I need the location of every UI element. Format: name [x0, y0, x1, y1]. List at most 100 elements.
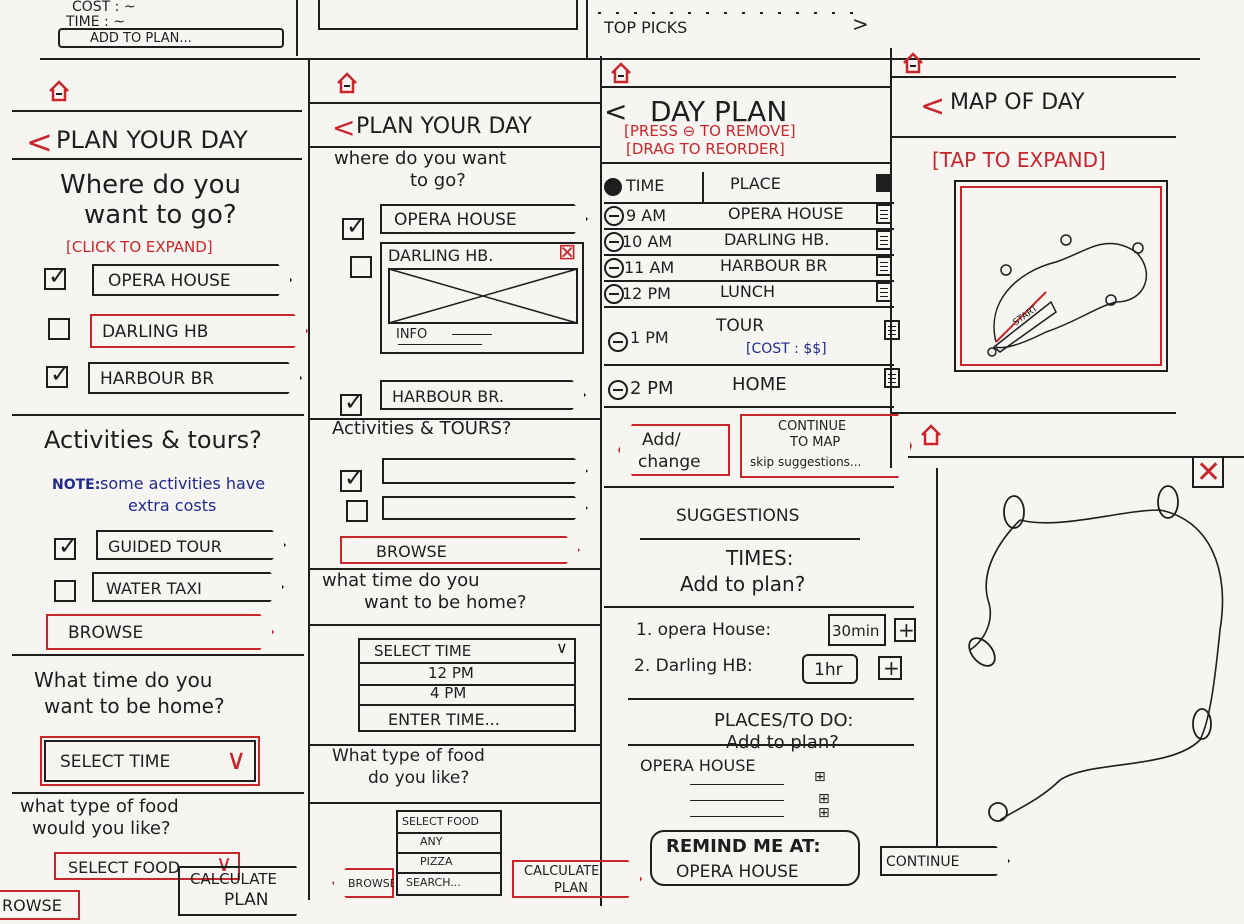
checkbox-harbour-br[interactable]	[46, 360, 70, 388]
row-time: 10 AM	[622, 232, 673, 251]
expanded-card-darling-hb[interactable]: DARLING HB. ⊠ INFO	[380, 242, 584, 354]
remove-icon[interactable]	[604, 258, 624, 278]
place-opera-house[interactable]: OPERA HOUSE	[92, 264, 292, 296]
home-icon[interactable]	[610, 62, 632, 84]
browse-button[interactable]: BROWSE	[340, 536, 580, 564]
hint-reorder: [DRAG TO REORDER]	[626, 140, 785, 158]
chevron-right-icon[interactable]: >	[852, 12, 869, 36]
checkbox-darling-hb[interactable]	[350, 256, 372, 278]
checkbox-darling-hb[interactable]	[48, 318, 70, 340]
home-icon[interactable]	[336, 72, 358, 94]
add-icon[interactable]: ⊞	[818, 791, 830, 807]
close-icon[interactable]: ✕	[1192, 456, 1224, 488]
add-to-plan-button[interactable]: ADD TO PLAN...	[58, 28, 284, 48]
back-arrow-icon[interactable]: <	[26, 123, 53, 161]
activity-guided-tour[interactable]: GUIDED TOUR	[96, 530, 286, 560]
remind-me-button[interactable]: REMIND ME AT: OPERA HOUSE	[650, 830, 860, 886]
duration-value: 30min	[832, 622, 880, 640]
plan-row[interactable]: 9 AM OPERA HOUSE	[604, 202, 894, 230]
row-place: DARLING HB.	[724, 230, 830, 249]
calculate-label: CALCULATE	[190, 870, 277, 888]
add-icon[interactable]: +	[894, 618, 916, 642]
place-opera-house[interactable]: OPERA HOUSE	[380, 204, 588, 234]
duration-input[interactable]: 30min	[828, 614, 886, 646]
remove-icon[interactable]	[604, 206, 624, 226]
calculate-plan-button[interactable]: CALCULATE PLAN	[178, 866, 310, 916]
close-icon[interactable]: ⊠	[558, 240, 577, 265]
drag-handle-icon[interactable]	[884, 320, 900, 340]
time-option[interactable]: 12 PM	[360, 662, 574, 686]
time-option[interactable]: SELECT TIME∨	[360, 640, 574, 664]
plan-row[interactable]: 10 AM DARLING HB.	[604, 228, 894, 256]
browse-label: BROWSE	[376, 542, 447, 561]
home-icon[interactable]	[48, 80, 70, 102]
question-where: Where do you	[60, 170, 242, 200]
top-picks-link[interactable]: TOP PICKS	[604, 18, 688, 37]
place-harbour-br[interactable]: HARBOUR BR.	[380, 380, 586, 410]
hint-remove: [PRESS ⊖ TO REMOVE]	[624, 122, 796, 140]
food-option[interactable]: SEARCH...	[398, 872, 500, 894]
checkbox-activity[interactable]	[340, 464, 364, 492]
info-label: INFO	[396, 327, 428, 342]
checkbox-harbour-br[interactable]	[340, 388, 364, 416]
drag-handle-icon[interactable]	[876, 282, 892, 302]
text-line	[398, 344, 482, 345]
time-option[interactable]: ENTER TIME...	[360, 706, 574, 730]
add-icon[interactable]: ⊞	[818, 805, 830, 821]
divider	[640, 538, 860, 540]
back-arrow-icon[interactable]: <	[604, 95, 628, 128]
plan-row[interactable]: 2 PM HOME	[604, 366, 900, 408]
checkbox-activity[interactable]	[346, 500, 368, 522]
carousel-card[interactable]	[318, 0, 578, 30]
time-dropdown-open[interactable]: SELECT TIME∨ 12 PM 4 PM ENTER TIME...	[358, 638, 576, 732]
suggestions-heading: SUGGESTIONS	[676, 506, 800, 526]
activity-water-taxi[interactable]: WATER TAXI	[92, 572, 284, 602]
time-option[interactable]: 4 PM	[360, 684, 574, 706]
add-icon[interactable]: +	[878, 656, 902, 680]
remove-icon[interactable]	[608, 380, 628, 400]
checkbox-water-taxi[interactable]	[54, 580, 76, 602]
duration-input[interactable]: 1hr	[802, 654, 858, 684]
text-line	[690, 816, 784, 817]
calculate-plan-button[interactable]: CALCULATE PLAN	[512, 860, 642, 898]
checkbox-guided-tour[interactable]	[54, 532, 78, 560]
continue-button[interactable]: CONTINUE	[880, 846, 1010, 876]
add-change-button[interactable]: Add/ change	[618, 424, 730, 476]
back-arrow-icon[interactable]: <	[920, 89, 946, 124]
browse-button[interactable]: ROWSE	[0, 890, 80, 920]
remove-icon[interactable]	[604, 284, 624, 304]
plan-row[interactable]: 1 PM TOUR [COST : $$]	[604, 306, 900, 366]
food-dropdown-open[interactable]: SELECT FOOD ANY PIZZA SEARCH...	[396, 810, 502, 896]
activity-slot[interactable]	[382, 496, 588, 520]
food-option[interactable]: PIZZA	[398, 852, 500, 874]
food-option[interactable]: ANY	[398, 832, 500, 854]
remove-icon[interactable]	[604, 232, 624, 252]
home-icon[interactable]	[920, 424, 942, 446]
place-darling-hb[interactable]: DARLING HB	[90, 314, 308, 348]
home-icon[interactable]	[902, 52, 924, 74]
checkbox-opera-house[interactable]	[342, 212, 366, 240]
text-line	[452, 334, 492, 335]
drag-handle-icon[interactable]	[876, 256, 892, 276]
browse-button[interactable]: BROWSE	[46, 614, 274, 650]
browse-back-button[interactable]: BROWSE	[332, 868, 394, 898]
drag-handle-icon[interactable]	[876, 230, 892, 250]
plan-row[interactable]: 12 PM LUNCH	[604, 280, 894, 308]
add-icon[interactable]: ⊞	[814, 769, 826, 785]
drag-handle-icon[interactable]	[884, 368, 900, 388]
food-option[interactable]: SELECT FOOD	[398, 812, 500, 834]
activity-slot[interactable]	[382, 458, 588, 484]
place-harbour-br[interactable]: HARBOUR BR	[88, 362, 302, 394]
question-home: want to be home?	[44, 694, 225, 718]
add-change-label: Add/	[642, 430, 681, 450]
plan-row[interactable]: 11 AM HARBOUR BR	[604, 254, 894, 282]
continue-to-map-button[interactable]: CONTINUE TO MAP skip suggestions...	[740, 414, 912, 478]
back-arrow-icon[interactable]: <	[332, 111, 356, 144]
select-all-icon[interactable]	[604, 178, 622, 196]
map-thumbnail[interactable]: START	[954, 180, 1168, 372]
remove-icon[interactable]	[608, 332, 628, 352]
drag-handle-icon[interactable]	[876, 174, 892, 192]
checkbox-opera-house[interactable]	[44, 262, 68, 290]
drag-handle-icon[interactable]	[876, 204, 892, 224]
select-time-dropdown[interactable]: SELECT TIME ∨	[40, 736, 260, 786]
